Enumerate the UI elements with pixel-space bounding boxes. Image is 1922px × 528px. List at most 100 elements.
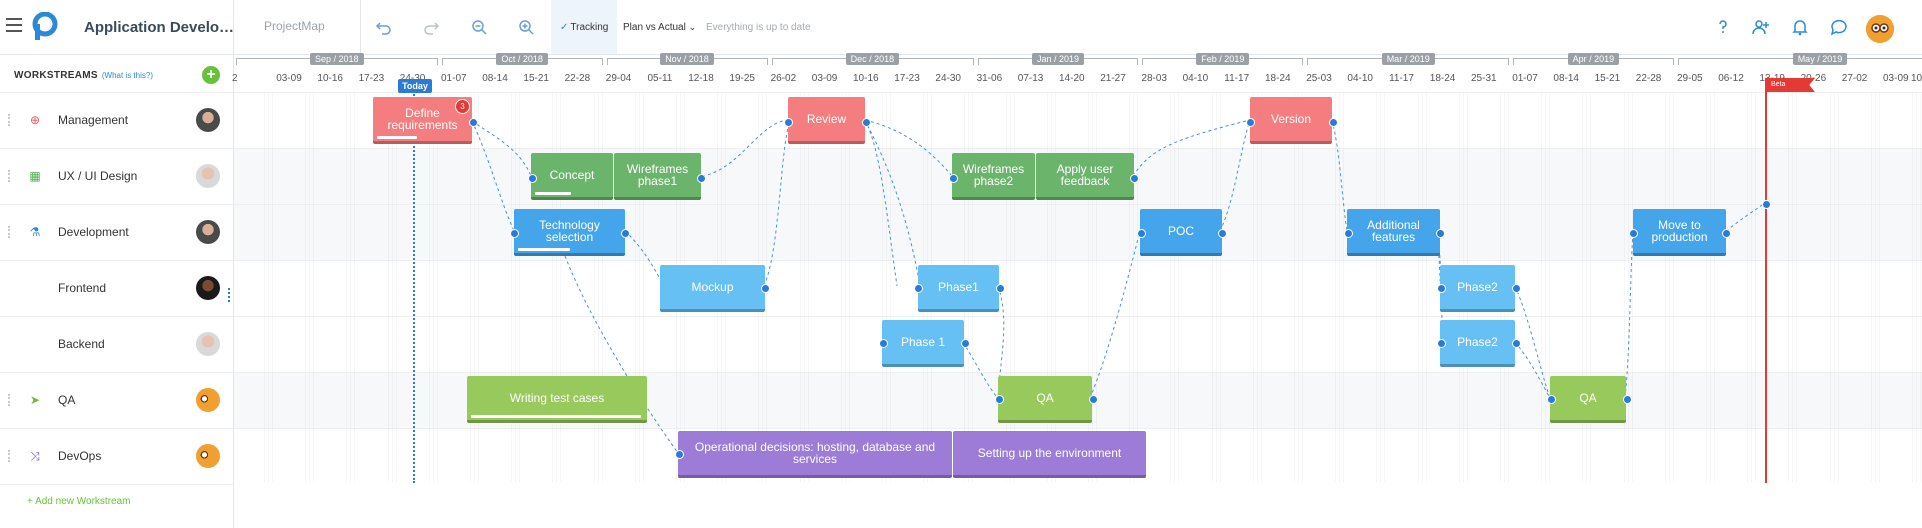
connector-dot[interactable] [510,229,519,238]
workstream-row[interactable]: Backend [0,316,233,372]
tracking-label[interactable]: ✓Tracking [560,22,608,33]
task-card[interactable]: Operational decisions: hosting, database… [678,431,952,478]
task-label: Phase2 [1457,335,1498,349]
avatar[interactable] [196,388,220,412]
drag-handle-icon[interactable] [8,170,13,182]
view-name[interactable]: ProjectMap [264,19,325,33]
connector-dot[interactable] [995,395,1004,404]
avatar[interactable] [196,164,220,188]
task-card[interactable]: Version [1250,97,1332,144]
connector-dot[interactable] [761,284,770,293]
help-icon[interactable] [1713,17,1733,37]
connector-dot[interactable] [1437,284,1446,293]
add-workstream-link[interactable]: + Add new Workstream [27,496,131,507]
workstream-row[interactable]: ▦ UX / UI Design [0,148,233,204]
drag-handle-icon[interactable] [8,394,13,406]
undo-icon[interactable] [374,17,394,37]
connector-dot[interactable] [1762,200,1771,209]
task-card[interactable]: Mockup [660,265,765,312]
connector-dot[interactable] [1344,229,1353,238]
chat-icon[interactable] [1829,17,1849,37]
drag-handle-icon[interactable] [8,114,13,126]
task-card[interactable]: Writing test cases [467,376,647,423]
zoom-out-icon[interactable] [469,17,489,37]
connector-dot[interactable] [879,339,888,348]
beta-milestone-flag[interactable]: Beta [1767,78,1815,92]
connector-dot[interactable] [697,174,706,183]
task-card[interactable]: QA [1550,376,1626,423]
plan-vs-actual-select[interactable]: Plan vs Actual ⌄ [623,22,696,33]
avatar[interactable] [196,332,220,356]
task-card[interactable]: Technology selection [514,209,625,256]
bell-icon[interactable] [1790,17,1810,37]
connector-dot[interactable] [949,174,958,183]
connector-dot[interactable] [862,118,871,127]
connector-dot[interactable] [1329,118,1338,127]
user-avatar[interactable] [1866,15,1894,43]
connector-dot[interactable] [1089,395,1098,404]
resize-handle-icon[interactable] [228,288,233,302]
connector-dot[interactable] [1512,339,1521,348]
task-card[interactable]: Wireframes phase2 [952,153,1035,200]
workstream-row[interactable]: ➤ QA [0,372,233,428]
workstream-row[interactable]: ⚗ Development [0,204,233,260]
week-label: 04-10 [1182,73,1209,84]
task-card[interactable]: Wireframes phase1 [614,153,701,200]
app-title[interactable]: Application Develo… [84,19,235,36]
task-card[interactable]: POC [1140,209,1222,256]
menu-icon[interactable] [6,18,22,32]
drag-handle-icon[interactable] [8,226,13,238]
connector-dot[interactable] [1547,395,1556,404]
what-is-this-link[interactable]: (What is this?) [101,71,153,80]
connector-dot[interactable] [528,174,537,183]
task-card[interactable]: Review [788,97,865,144]
connector-dot[interactable] [1137,229,1146,238]
workstream-row[interactable]: Frontend [0,260,233,316]
connector-dot[interactable] [961,339,970,348]
connector-dot[interactable] [1629,229,1638,238]
connector-dot[interactable] [996,284,1005,293]
comment-count-badge[interactable]: 3 [455,99,470,114]
connector-dot[interactable] [621,229,630,238]
tracking-toggle[interactable] [551,0,617,54]
redo-icon[interactable] [421,17,441,37]
avatar[interactable] [196,108,220,132]
add-workstream-icon[interactable]: + [202,66,220,84]
workstream-row[interactable]: ⊕ Management [0,92,233,148]
connector-dot[interactable] [1722,229,1731,238]
connector-dot[interactable] [1512,284,1521,293]
beta-milestone-line[interactable] [1765,78,1767,483]
weekend-shade [264,92,274,482]
weekend-shade [1582,92,1593,482]
connector-dot[interactable] [1218,229,1227,238]
task-card[interactable]: Setting up the environment [953,431,1146,478]
task-card[interactable]: Phase2 [1440,320,1515,367]
connector-dot[interactable] [675,450,684,459]
zoom-in-icon[interactable] [516,17,536,37]
task-card[interactable]: Phase1 [918,265,999,312]
connector-dot[interactable] [784,118,793,127]
task-label: Writing test cases [509,391,605,405]
task-card[interactable]: Move to production [1633,209,1726,256]
connector-dot[interactable] [1436,229,1445,238]
task-card[interactable]: Define requirements 3 [373,97,472,144]
connector-dot[interactable] [1623,395,1632,404]
connector-dot[interactable] [469,118,478,127]
task-card[interactable]: Phase2 [1440,265,1515,312]
avatar[interactable] [196,444,220,468]
connector-dot[interactable] [1130,174,1139,183]
workstream-row[interactable]: ⤨ DevOps [0,428,233,484]
add-user-icon[interactable] [1751,17,1771,37]
avatar[interactable] [196,220,220,244]
drag-handle-icon[interactable] [8,450,13,462]
connector-dot[interactable] [914,284,923,293]
task-card[interactable]: Additional features [1347,209,1440,256]
task-card[interactable]: Concept [531,153,613,200]
task-card[interactable]: Apply user feedback [1036,153,1134,200]
connector-dot[interactable] [1437,339,1446,348]
task-card[interactable]: QA [998,376,1092,423]
workstreams-header: WORKSTREAMS(What is this?) [14,70,153,81]
connector-dot[interactable] [1246,118,1255,127]
avatar[interactable] [196,276,220,300]
task-card[interactable]: Phase 1 [882,320,964,367]
